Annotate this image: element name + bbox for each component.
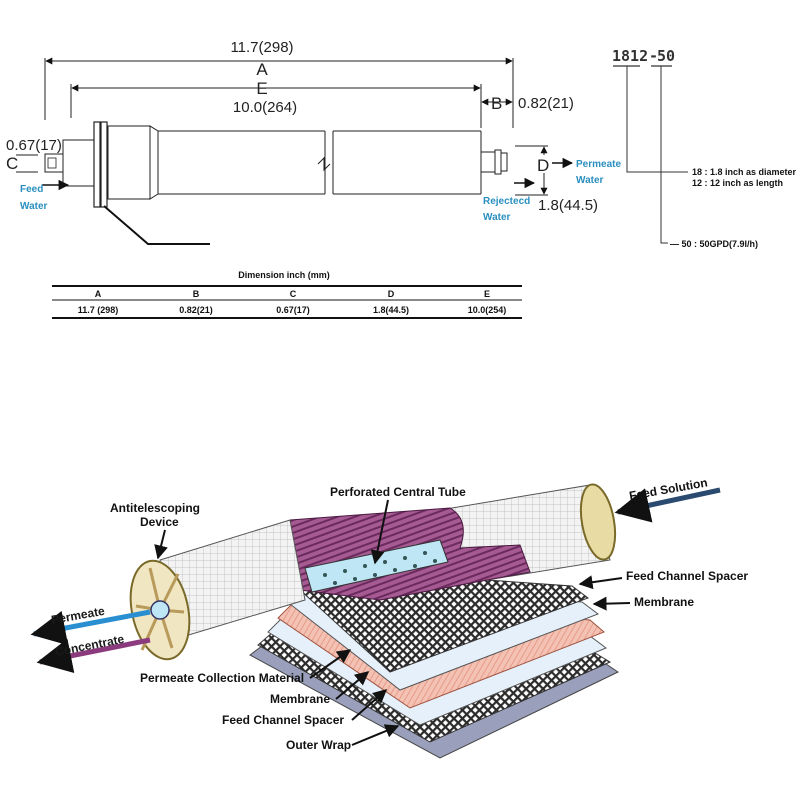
code-right-leader	[660, 66, 668, 244]
model-code-sep: -	[649, 47, 658, 65]
perforated-tube-pointer	[370, 499, 389, 565]
feed-spacer-bottom-label: Feed Channel Spacer	[222, 713, 344, 727]
table-cell: 0.82(21)	[179, 305, 213, 315]
end-cap-collar	[107, 125, 151, 200]
model-code-left: 1812	[612, 47, 648, 65]
permeate-collection-label: Permeate Collection Material	[140, 671, 304, 685]
seal-leader-line	[103, 205, 210, 245]
feed-spacer-bottom-pointer	[351, 689, 388, 721]
outlet-barb-2	[500, 152, 508, 172]
feed-water-label-1: Feed	[20, 184, 43, 195]
concentrate-flow-arrow	[36, 637, 151, 673]
model-code: 1812 - 50 18 : 1.8 inch as diameter 12 :…	[612, 47, 797, 249]
note-diameter: 18 : 1.8 inch as diameter	[692, 167, 797, 177]
table-title: Dimension inch (mm)	[238, 270, 330, 280]
dim-D-letter: D	[537, 156, 549, 175]
perforated-tube-label: Perforated Central Tube	[330, 485, 466, 499]
outlet-barb-1	[494, 149, 502, 175]
membrane-bottom-pointer	[335, 671, 370, 700]
permeate-collection-pointer	[309, 649, 352, 679]
atd-center-port	[150, 600, 170, 620]
dim-D-value: 1.8(44.5)	[538, 197, 598, 214]
feed-solution-arrow	[614, 487, 721, 523]
dim-E-value: 10.0(264)	[233, 99, 297, 116]
membrane-top-pointer	[592, 596, 631, 611]
antitelescoping-pointer	[154, 529, 168, 560]
permeate-water-label-1: Permeate	[576, 159, 621, 170]
housing-left-section	[158, 130, 326, 195]
brine-seal-1	[93, 121, 101, 208]
outer-wrap-label: Outer Wrap	[286, 738, 351, 752]
dim-E-letter: E	[256, 79, 267, 98]
inlet-port-slot	[47, 157, 57, 169]
table-cell: 0.67(17)	[276, 305, 310, 315]
right-end-cap	[579, 483, 617, 561]
dim-C-letter: C	[6, 154, 18, 173]
table-header: D	[388, 289, 395, 299]
dim-B-letter: B	[491, 94, 502, 113]
model-code-right: 50	[657, 47, 675, 65]
feed-spacer-top-pointer	[578, 575, 623, 590]
permeate-flow-arrow	[30, 609, 151, 646]
note-length: 12 : 12 inch as length	[692, 178, 783, 188]
table-cell: 1.8(44.5)	[373, 305, 409, 315]
antitelescoping-label-2: Device	[140, 515, 179, 529]
antitelescoping-label-1: Antitelescoping	[110, 501, 200, 515]
concentrate-label: Concentrate	[54, 632, 126, 659]
collar-taper	[149, 125, 159, 200]
break-mark	[317, 156, 331, 172]
spec-drawing: 11.7(298) A E 10.0(264) B 0.82(21) 0.67(…	[6, 39, 621, 245]
note-gpd: — 50 : 50GPD(7.9l/h)	[670, 239, 758, 249]
tube-perforations	[323, 551, 437, 585]
brine-seal-2	[100, 121, 108, 208]
end-cap-body	[62, 139, 96, 187]
membrane-cutaway: Antitelescoping Device Perforated Centra…	[30, 475, 748, 759]
permeate-water-label-2: Water	[576, 175, 604, 186]
dim-C-value: 0.67(17)	[6, 137, 62, 154]
dimension-table: Dimension inch (mm) A B C D E 11.7 (298)…	[52, 270, 522, 319]
dim-A-value: 11.7(298)	[230, 39, 293, 56]
rejected-water-label-1: Rejectecd	[483, 196, 530, 207]
outlet-port	[480, 151, 496, 173]
table-header: E	[484, 289, 490, 299]
table-cell: 11.7 (298)	[78, 305, 119, 315]
outer-wrap-pointer	[351, 724, 400, 746]
feed-water-label-2: Water	[20, 201, 48, 212]
perforated-central-tube	[304, 539, 449, 593]
table-header: B	[193, 289, 200, 299]
dim-A-letter: A	[256, 60, 268, 79]
housing-right-section	[332, 130, 482, 195]
table-header: A	[95, 289, 102, 299]
dim-B-value: 0.82(21)	[518, 95, 574, 112]
membrane-top-label: Membrane	[634, 595, 694, 609]
rejected-water-label-2: Water	[483, 212, 511, 223]
table-header: C	[290, 289, 297, 299]
table-cell: 10.0(254)	[468, 305, 507, 315]
dim-D-bg	[536, 155, 552, 173]
code-left-leader	[626, 66, 688, 173]
feed-spacer-top-label: Feed Channel Spacer	[626, 569, 748, 583]
membrane-bottom-label: Membrane	[270, 692, 330, 706]
